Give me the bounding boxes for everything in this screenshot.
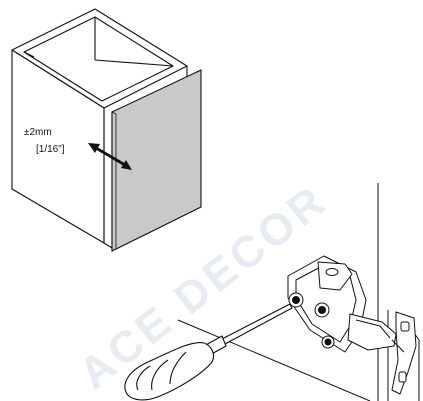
screwdriver: [124, 303, 293, 401]
hinge: [287, 255, 417, 395]
tolerance-inch-label: [1/16"]: [36, 144, 65, 155]
adjustment-arrow: [88, 143, 132, 170]
hinge-screw: [288, 292, 304, 308]
tolerance-mm-label: ±2mm: [24, 127, 52, 138]
hinge-mount-plate: [391, 311, 417, 395]
hinge-screw: [321, 335, 335, 349]
cabinet-inner-back: [23, 17, 174, 67]
screwdriver-handle: [124, 341, 215, 401]
hinge-arm: [347, 313, 397, 351]
cabinet-front-edge: [103, 108, 113, 249]
hinge-screw: [314, 302, 330, 318]
cabinet: [11, 8, 188, 249]
door-panel: [111, 69, 202, 252]
hinge-top-plate: [317, 261, 353, 291]
